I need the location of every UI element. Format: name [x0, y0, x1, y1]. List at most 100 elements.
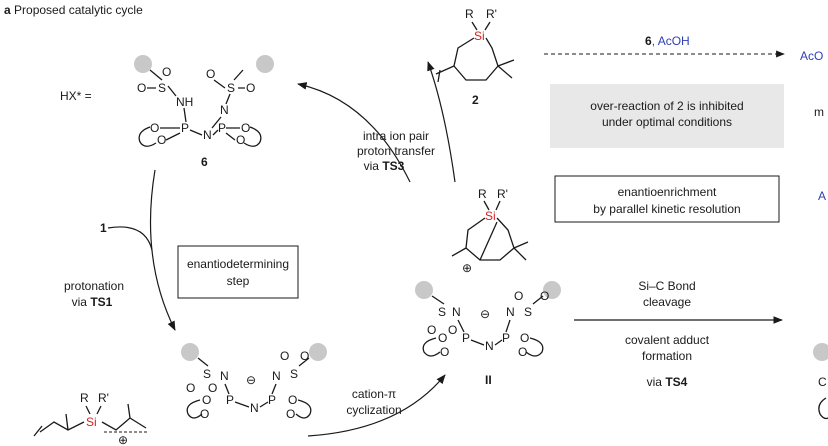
cyclization-arrow [307, 374, 446, 437]
i-atom-o-3: O [280, 349, 289, 363]
i-atom-o-8: O [286, 407, 295, 421]
i-atom-p-2: P [268, 393, 276, 407]
atom-o-8: O [236, 133, 245, 147]
i-atom-s-2: S [290, 367, 298, 381]
ii-atom-o-7: O [440, 345, 449, 359]
reagent-label: 6, AcOH [645, 34, 690, 48]
i-si: Si [86, 415, 97, 429]
ii-atom-n-3: N [485, 339, 494, 353]
ii-atom-p-1: P [462, 331, 470, 345]
catalyst-ball-right [256, 55, 274, 73]
intermediate-cation: R R' Si ⊕ [451, 187, 529, 275]
ii-si: Si [485, 209, 496, 223]
over-reaction-box [550, 84, 784, 148]
i-atom-n-3: N [250, 401, 259, 415]
atom-o-5: O [150, 121, 159, 135]
atom-o-4: O [246, 81, 255, 95]
cutoff-a: A [818, 189, 826, 203]
product-2-structure: R R' Si 2 [435, 7, 515, 107]
over-reaction-line2: under optimal conditions [602, 115, 732, 129]
catalyst-ball-left [134, 55, 152, 73]
over-reaction-line1: over-reaction of 2 is inhibited [590, 99, 743, 113]
ii-atom-o-3: O [514, 289, 523, 303]
i-minus: ⊖ [246, 373, 256, 387]
proton-transfer-line1: intra ion pair [363, 129, 429, 143]
proton-transfer-arrow [297, 82, 411, 183]
ii-minus: ⊖ [480, 307, 490, 321]
enantioenrichment-line2: by parallel kinetic resolution [593, 202, 740, 216]
ii-atom-n-1: N [452, 305, 461, 319]
ii-atom-n-2: N [506, 305, 515, 319]
atom-n-1: N [220, 103, 229, 117]
ii-r: R [478, 187, 487, 201]
ion-pair-cation: R R' Si ⊕ [33, 391, 148, 446]
ii-r-prime: R' [497, 187, 508, 201]
proton-transfer-line2: proton transfer [357, 144, 435, 158]
i-plus: ⊕ [118, 433, 128, 446]
intermediate-number: II [485, 373, 492, 387]
atom-n-2: N [203, 128, 212, 142]
catalyst-number: 6 [201, 155, 208, 169]
ii-atom-o-5: O [520, 331, 529, 345]
cyclization-line1: cation-π [352, 387, 396, 401]
enantiodetermining-line2: step [227, 274, 250, 288]
cutoff-ball [813, 343, 828, 361]
panel-title: a Proposed catalytic cycle [4, 3, 143, 17]
i-atom-o-7: O [200, 407, 209, 421]
atom-o-2: O [162, 65, 171, 79]
ii-atom-o-1: O [427, 323, 436, 337]
si-c-line1: Si–C Bond [638, 279, 695, 293]
i-atom-o-1: O [186, 381, 195, 395]
cutoff-loop [818, 397, 828, 420]
via-ts4: via TS4 [647, 375, 688, 389]
substrate-entry-arrow [107, 226, 153, 251]
i-atom-o-4: O [300, 349, 309, 363]
ii-ball-left [415, 281, 433, 299]
enantiodetermining-box [177, 245, 299, 299]
enantioenrichment-box [554, 175, 780, 223]
i-ball-right [309, 343, 327, 361]
i-atom-o-6: O [202, 393, 211, 407]
product-si: Si [474, 29, 485, 43]
cyclization-line2: cyclization [346, 403, 401, 417]
atom-o-7: O [241, 121, 250, 135]
cutoff-m: m [814, 105, 824, 119]
i-atom-p-1: P [226, 393, 234, 407]
atom-o-6: O [157, 133, 166, 147]
i-r-prime: R' [98, 391, 109, 405]
enantioenrichment-line1: enantioenrichment [618, 185, 717, 199]
atom-s-2: S [227, 81, 235, 95]
atom-o-3: O [206, 67, 215, 81]
catalyst-6-structure: HX* = S O O S O O NH N P N P O O O O 6 [60, 55, 274, 169]
i-atom-n-1: N [220, 369, 229, 383]
ii-atom-o-6: O [438, 331, 447, 345]
adduct-line1: covalent adduct [625, 333, 710, 347]
i-atom-o-2: O [208, 381, 217, 395]
protonation-line1: protonation [64, 279, 124, 293]
catalyst-label: HX* = [60, 89, 92, 103]
release-arrow [427, 61, 456, 183]
protonation-arrow [149, 169, 176, 331]
ii-atom-s-2: S [524, 305, 532, 319]
protonation-line2: via TS1 [72, 295, 113, 309]
ii-atom-o-4: O [540, 289, 549, 303]
substrate-number: 1 [100, 221, 107, 235]
proton-transfer-line3: via TS3 [364, 159, 405, 173]
i-r: R [80, 391, 89, 405]
cutoff-acoh: AcO [800, 49, 823, 63]
i-atom-o-5: O [288, 393, 297, 407]
enantiodetermining-line1: enantiodetermining [187, 257, 289, 271]
ii-atom-p-2: P [502, 331, 510, 345]
ion-pair-anion: S O O S O O N N ⊖ P N P O O O O [181, 343, 327, 421]
ii-atom-o-8: O [518, 345, 527, 359]
cutoff-c: C [818, 375, 827, 389]
atom-o-1: O [137, 81, 146, 95]
product-r: R [465, 7, 474, 21]
intermediate-anion: S O O S O O N N ⊖ P N P O O O O II [415, 281, 561, 387]
atom-s-1: S [158, 81, 166, 95]
product-r-prime: R' [486, 7, 497, 21]
atom-nh: NH [176, 95, 193, 109]
si-c-line2: cleavage [643, 295, 691, 309]
